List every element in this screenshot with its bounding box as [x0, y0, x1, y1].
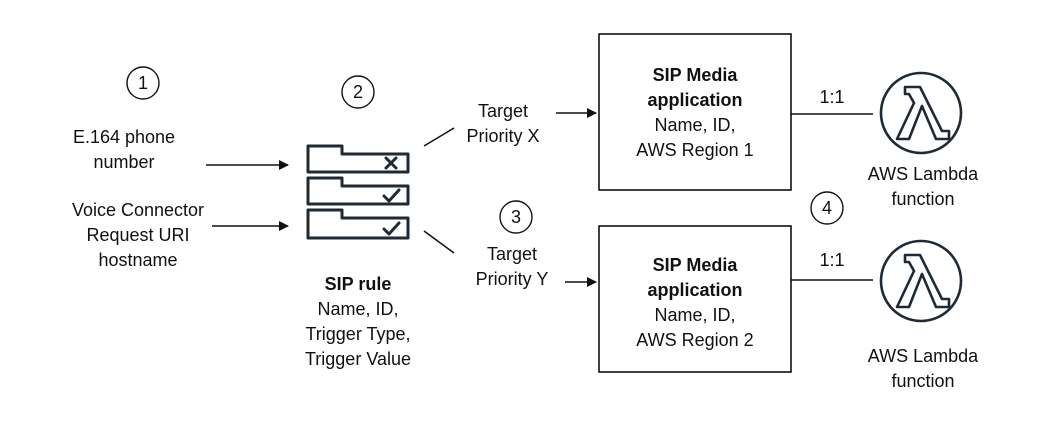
rule-row-accept-2: [306, 208, 410, 240]
voice-connector-line-3: hostname: [98, 250, 177, 270]
step-4-marker: 4: [810, 191, 844, 225]
sip-rule-title: SIP rule: [325, 274, 392, 294]
target-priority-y-label: Target Priority Y: [476, 244, 549, 289]
step-2-marker: 2: [341, 75, 375, 109]
sip-media-application-1: SIP Media application Name, ID, AWS Regi…: [598, 33, 792, 191]
target-y-line-2: Priority Y: [476, 269, 549, 289]
target-x-line-2: Priority X: [466, 126, 539, 146]
lambda-2-line-1: AWS Lambda: [868, 346, 979, 366]
lambda-2-label: AWS Lambda function: [868, 346, 979, 391]
step-1-marker: 1: [126, 66, 160, 100]
check-mark-icon: [382, 188, 401, 203]
target-priority-x-label: Target Priority X: [466, 101, 539, 146]
step-3-marker: 3: [499, 200, 533, 234]
step-3-number: 3: [511, 207, 521, 227]
media-app-1-detail-1: Name, ID,: [654, 115, 735, 135]
ratio-label-1: 1:1: [819, 87, 844, 107]
rule-row-reject: [306, 144, 410, 174]
sip-rule-icon: [306, 144, 410, 240]
rule-to-target-x-line: [423, 127, 455, 147]
target-x-line-1: Target: [478, 101, 528, 121]
sip-rule-label: SIP rule Name, ID, Trigger Type, Trigger…: [305, 274, 411, 369]
lambda-icon: [879, 71, 963, 155]
input-phone-number-label: E.164 phone number: [73, 127, 175, 172]
rule-row-accept-1: [306, 176, 410, 206]
lambda-1-line-1: AWS Lambda: [868, 164, 979, 184]
step-2-number: 2: [353, 82, 363, 102]
media-app-1-title-1: SIP Media: [653, 65, 739, 85]
target-y-line-1: Target: [487, 244, 537, 264]
lambda-icon: [879, 239, 963, 323]
voice-connector-line-2: Request URI: [86, 225, 189, 245]
step-4-number: 4: [822, 198, 832, 218]
media-app-1-title-2: application: [647, 90, 742, 110]
input-voice-connector-label: Voice Connector Request URI hostname: [72, 200, 204, 270]
lambda-2-line-2: function: [891, 371, 954, 391]
sip-rule-detail-1: Name, ID,: [317, 299, 398, 319]
media-app-1-detail-2: AWS Region 1: [636, 140, 753, 160]
rule-to-target-y-line: [423, 230, 455, 254]
sip-media-application-2: SIP Media application Name, ID, AWS Regi…: [598, 225, 792, 373]
check-mark-icon: [382, 221, 401, 236]
media-app-2-detail-2: AWS Region 2: [636, 330, 753, 350]
sip-rule-detail-2: Trigger Type,: [305, 324, 410, 344]
lambda-1-line-2: function: [891, 189, 954, 209]
media-app-2-detail-1: Name, ID,: [654, 305, 735, 325]
x-mark-icon: [384, 156, 398, 170]
voice-connector-line-1: Voice Connector: [72, 200, 204, 220]
lambda-1-label: AWS Lambda function: [868, 164, 979, 209]
sip-rule-detail-3: Trigger Value: [305, 349, 411, 369]
ratio-label-2: 1:1: [819, 250, 844, 270]
media-app-2-title-1: SIP Media: [653, 255, 739, 275]
phone-label-line-1: E.164 phone: [73, 127, 175, 147]
media-app-2-title-2: application: [647, 280, 742, 300]
step-1-number: 1: [138, 73, 148, 93]
phone-label-line-2: number: [93, 152, 154, 172]
